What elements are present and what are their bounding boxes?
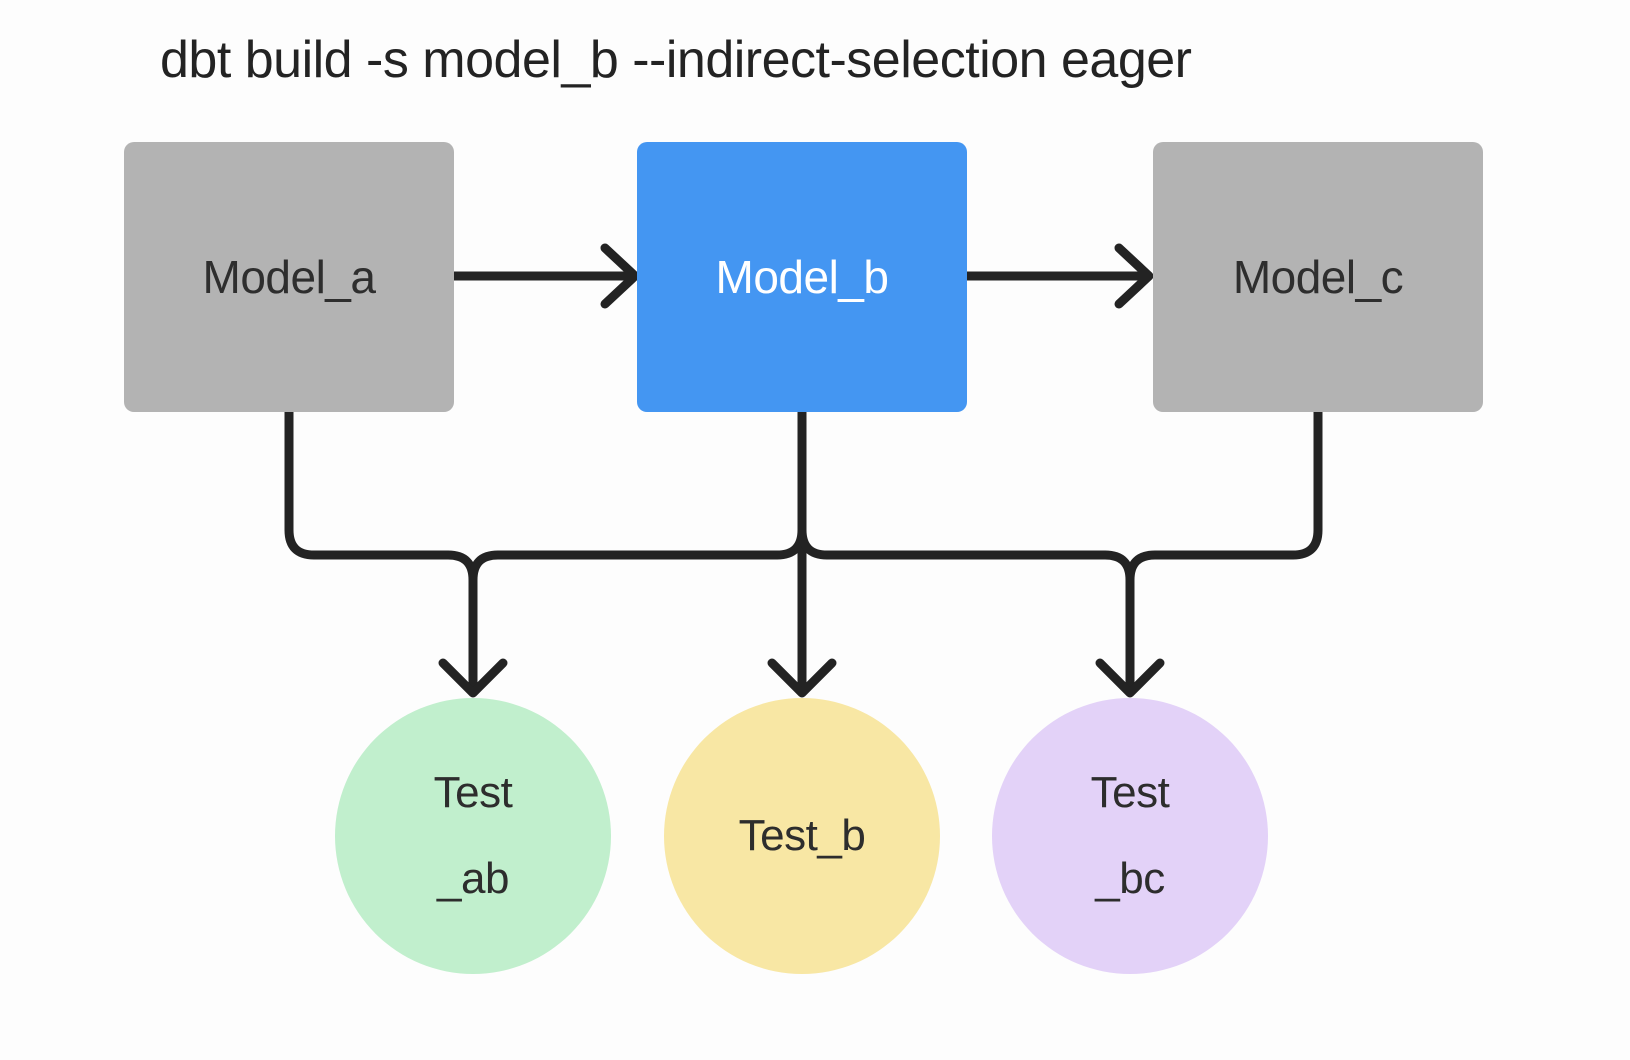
node-model-a-label: Model_a	[202, 251, 376, 303]
edge-model-a-to-model-b	[449, 243, 640, 309]
edge-model-c-to-test-bc	[1125, 406, 1323, 693]
edge-model-b-to-test-ab	[468, 406, 807, 693]
edge-model-b-to-model-c	[962, 243, 1154, 309]
page-title: dbt build -s model_b --indirect-selectio…	[160, 31, 1192, 89]
node-model-b: Model_b	[637, 142, 967, 412]
arrowhead-test-bc-icon	[1095, 658, 1165, 698]
edge-model-b-to-test-bc	[797, 406, 1135, 693]
node-test-ab-label: Test _ab	[433, 768, 513, 903]
node-test-b: Test_b	[664, 698, 940, 974]
arrowhead-test-b-icon	[767, 658, 837, 698]
node-model-c: Model_c	[1153, 142, 1483, 412]
node-test-ab: Test _ab	[335, 698, 611, 974]
node-test-b-label: Test_b	[738, 811, 866, 860]
node-model-c-label: Model_c	[1232, 251, 1404, 303]
edge-model-a-to-test-ab	[284, 406, 478, 693]
node-model-b-label: Model_b	[715, 251, 889, 303]
node-test-bc-label: Test _bc	[1090, 768, 1170, 903]
arrowhead-test-ab-icon	[438, 658, 508, 698]
node-model-a: Model_a	[124, 142, 454, 412]
node-test-bc: Test _bc	[992, 698, 1268, 974]
